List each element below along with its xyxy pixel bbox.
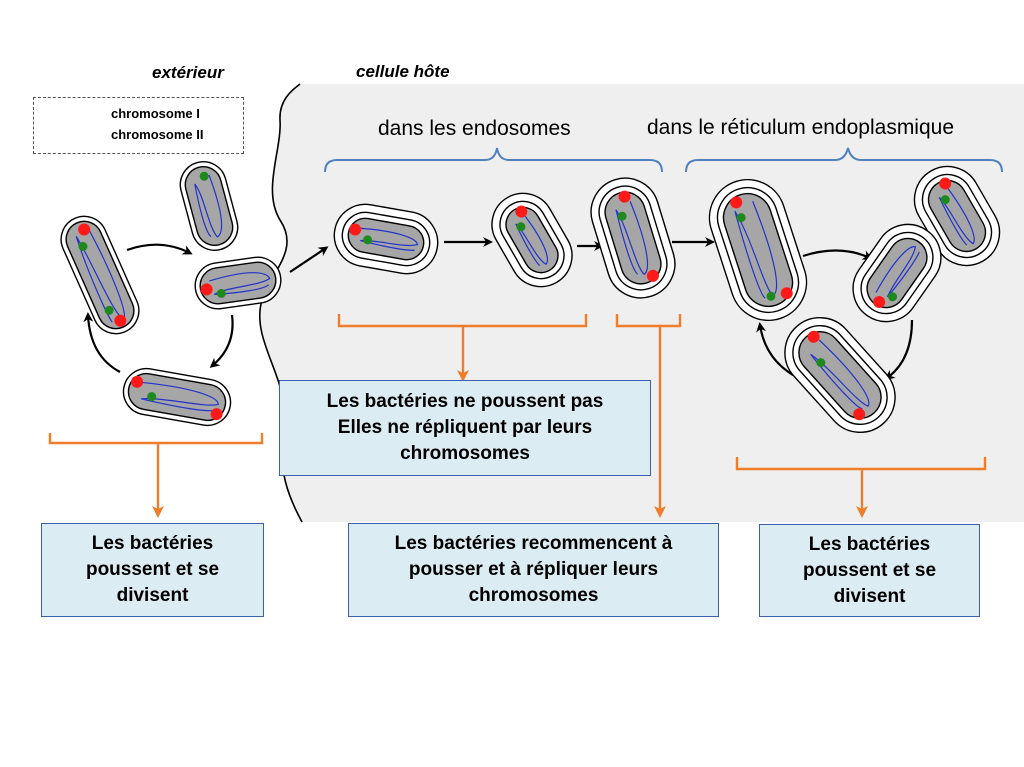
box-restart: Les bactéries recommencent à pousser et … <box>348 523 719 617</box>
box-line: Les bactéries <box>91 533 214 554</box>
bacterium-endosome-2 <box>491 192 573 288</box>
bacterium-outside-right <box>194 256 282 310</box>
box-line: divisent <box>116 585 189 606</box>
box-outside-growth: Les bactéries poussent et se divisent <box>41 523 264 617</box>
box-line: poussent et se <box>802 559 937 581</box>
box-endosome-arrest: Les bactéries ne poussent pas Elles ne r… <box>279 380 651 476</box>
bacterium-endosome-1 <box>333 203 439 275</box>
bacterium-outside-top <box>179 161 239 251</box>
label-host-cell: cellule hôte <box>356 62 450 81</box>
legend-chromosome-2-label: chromosome II <box>111 127 204 142</box>
bacterium-er-dividing <box>708 178 808 322</box>
orange-arrows <box>152 326 868 518</box>
label-endosomes: dans les endosomes <box>378 117 571 140</box>
box-line: chromosomes <box>400 443 530 464</box>
box-line: chromosomes <box>468 585 599 606</box>
legend-chromosome-1-label: chromosome I <box>111 106 200 121</box>
endosome-bracket <box>324 147 663 173</box>
box-line: Les bactéries <box>808 533 931 555</box>
label-outside: extérieur <box>152 63 224 82</box>
label-er: dans le réticulum endoplasmique <box>647 116 955 139</box>
bacterium-outside-dividing <box>60 215 140 335</box>
box-line: Elles ne répliquent par leurs <box>337 417 593 438</box>
box-line: poussent et se <box>85 559 220 580</box>
box-line: Les bactéries recommencent à <box>394 533 673 554</box>
box-line: pousser et à répliquer leurs <box>408 559 659 580</box>
bacterium-outside-bottom <box>122 367 232 427</box>
bacterium-er-middle-right <box>852 223 942 323</box>
box-line: divisent <box>833 585 906 607</box>
er-bracket <box>685 147 1003 173</box>
box-line: Les bactéries ne poussent pas <box>326 391 604 412</box>
legend: chromosome I chromosome II <box>33 97 244 154</box>
bacterium-er-bottom <box>784 317 896 433</box>
cycle-arrows <box>83 237 914 380</box>
box-er-growth: Les bactéries poussent et se divisent <box>759 524 980 617</box>
bacterium-endosome-3 <box>590 177 676 299</box>
